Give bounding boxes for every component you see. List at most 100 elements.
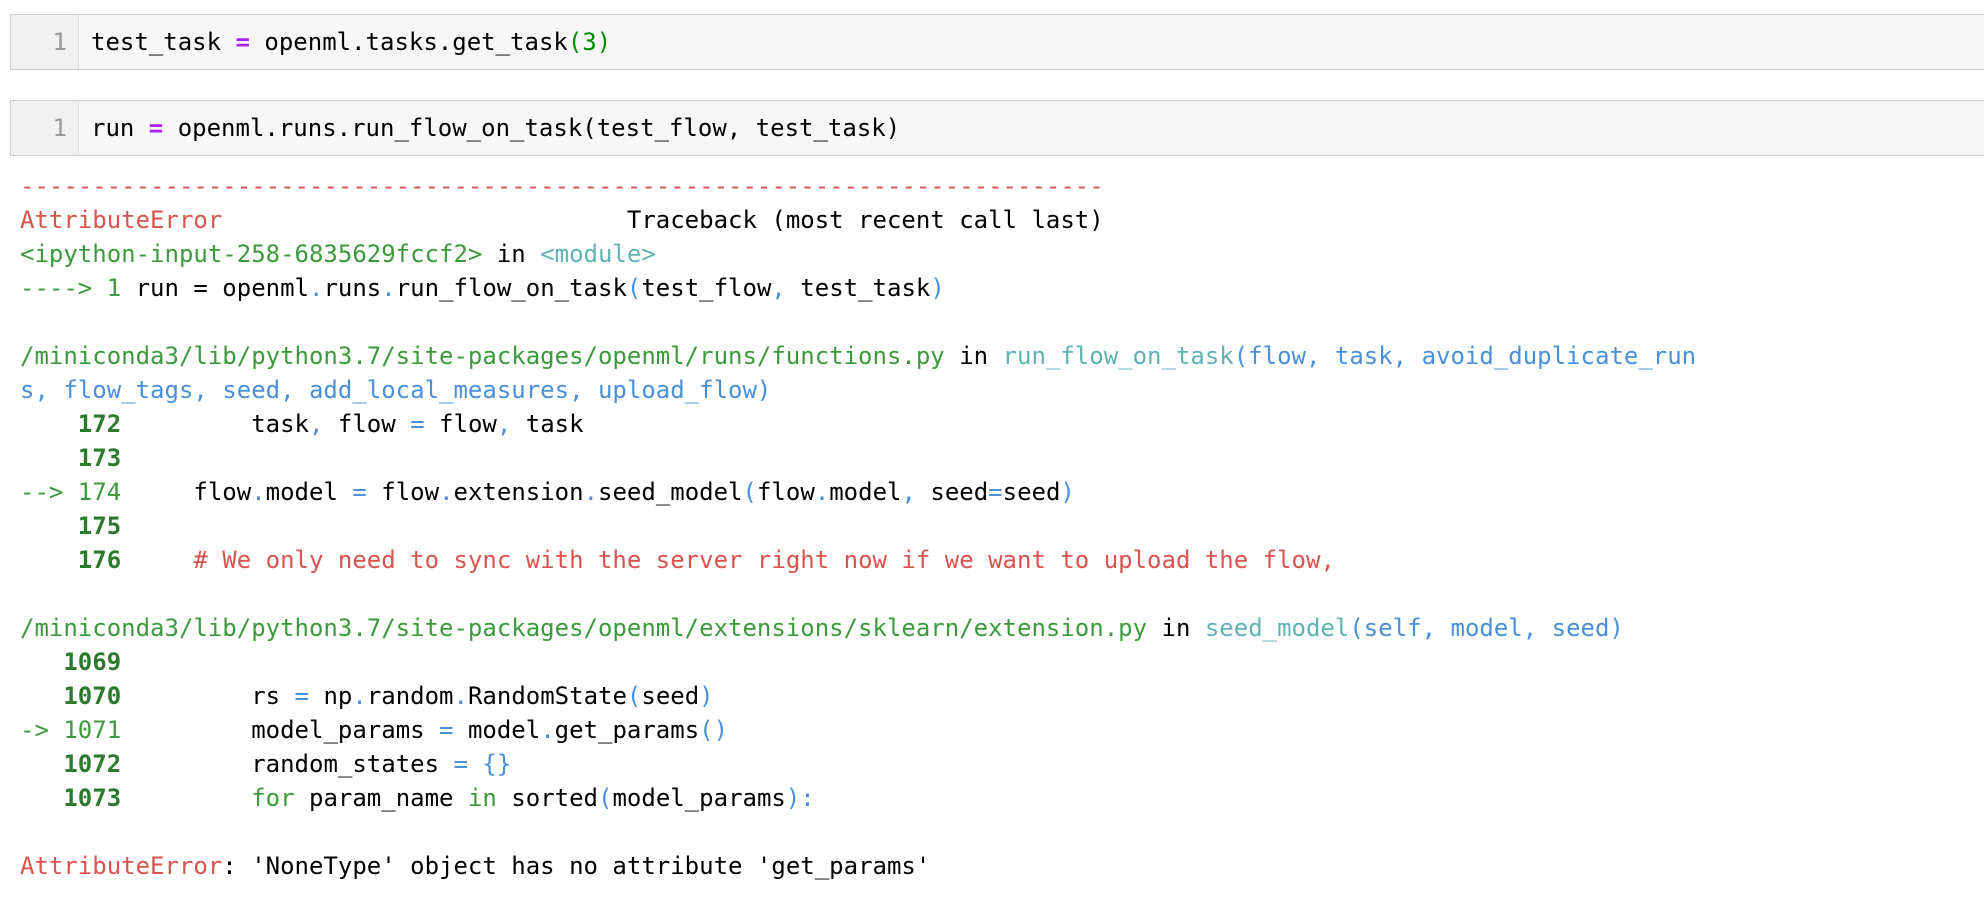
code-token: : 'NoneType' object has no attribute 'ge…: [222, 852, 931, 880]
code-token: ): [699, 682, 714, 710]
code-token: Traceback (most recent call last): [222, 206, 1104, 234]
code-token: task: [121, 410, 309, 438]
code-token: flow: [424, 410, 497, 438]
code-token: flow: [121, 478, 252, 506]
traceback-line: 1072 random_states = {}: [20, 747, 1984, 781]
code-token: model: [265, 478, 353, 506]
code-token: model: [453, 716, 541, 744]
code-token: flow: [756, 478, 815, 506]
code-line[interactable]: test_task = openml.tasks.get_task(3): [91, 15, 611, 69]
code-token: .: [251, 478, 266, 506]
traceback-line: 1073 for param_name in sorted(model_para…: [20, 781, 1984, 815]
code-token: flow: [366, 478, 440, 506]
code-token: .: [583, 478, 599, 506]
code-token: .: [439, 478, 454, 506]
code-token: seed_model: [598, 478, 743, 506]
code-token: model_params: [612, 784, 786, 812]
code-token: seed: [1002, 478, 1061, 506]
line-number-gutter: 1: [11, 101, 79, 155]
code-token: -> 1071: [20, 716, 122, 744]
code-token: ): [596, 28, 612, 56]
code-token: =: [410, 410, 425, 438]
code-token: AttributeError: [20, 206, 223, 234]
code-token: (: [626, 682, 642, 710]
code-line[interactable]: run = openml.runs.run_flow_on_task(test_…: [91, 101, 900, 155]
code-token: seed: [915, 478, 989, 506]
traceback-line: 172 task, flow = flow, task: [20, 407, 1984, 441]
code-cell-1[interactable]: 1 test_task = openml.tasks.get_task(3): [10, 14, 1984, 70]
code-token: np: [309, 682, 353, 710]
code-token: RandomState: [467, 682, 627, 710]
code-token: in: [1147, 614, 1205, 642]
code-token: ): [1060, 478, 1075, 506]
code-token: [468, 750, 482, 778]
code-token: =: [294, 682, 309, 710]
code-token: (: [742, 478, 757, 506]
code-token: =: [235, 28, 250, 56]
code-token: # We only need to sync with the server r…: [121, 546, 1335, 574]
code-token: run_flow_on_task: [1002, 342, 1234, 370]
code-token: (: [567, 28, 583, 56]
code-token: (: [626, 274, 642, 302]
traceback-line: <ipython-input-258-6835629fccf2> in <mod…: [20, 237, 1984, 271]
code-token: random_states: [121, 750, 454, 778]
code-token: 1069: [20, 648, 122, 676]
code-token: in: [944, 342, 1003, 370]
code-token: ): [930, 274, 945, 302]
code-token: .: [453, 682, 468, 710]
traceback-line: s, flow_tags, seed, add_local_measures, …: [20, 373, 1984, 407]
code-token: [121, 784, 251, 812]
code-token: <ipython-input-258-6835629fccf2>: [20, 240, 483, 268]
traceback-line: 1069: [20, 645, 1984, 679]
traceback-output: ----------------------------------------…: [20, 169, 1984, 883]
code-token: =: [988, 478, 1003, 506]
code-token: (flow, task, avoid_duplicate_run: [1233, 342, 1697, 370]
code-token: random: [366, 682, 454, 710]
code-token: /miniconda3/lib/python3.7/site-packages/…: [20, 614, 1148, 642]
code-token: model_params: [121, 716, 440, 744]
code-token: openml.runs.run_flow_on_task(test_flow, …: [163, 114, 901, 142]
traceback-line: 1070 rs = np.random.RandomState(seed): [20, 679, 1984, 713]
code-token: ,: [771, 274, 786, 302]
code-token: get_params: [554, 716, 700, 744]
line-number-gutter: 1: [11, 15, 79, 69]
code-token: =: [439, 716, 454, 744]
code-token: 3: [582, 28, 597, 56]
code-token: task: [511, 410, 584, 438]
code-token: run_flow_on_task: [395, 274, 627, 302]
code-token: flow: [323, 410, 411, 438]
code-token: ----------------------------------------…: [20, 172, 1104, 200]
code-token: ,: [496, 410, 512, 438]
code-token: 176: [20, 546, 122, 574]
code-token: 1070: [20, 682, 122, 710]
code-token: seed: [641, 682, 700, 710]
code-token: =: [453, 750, 468, 778]
traceback-line: 176 # We only need to sync with the serv…: [20, 543, 1984, 577]
code-token: ):: [785, 784, 815, 812]
code-token: for: [251, 784, 295, 812]
code-cell-2[interactable]: 1 run = openml.runs.run_flow_on_task(tes…: [10, 100, 1984, 156]
code-token: param_name: [294, 784, 468, 812]
traceback-line: 173: [20, 441, 1984, 475]
code-token: .: [309, 274, 324, 302]
code-token: seed_model: [1204, 614, 1350, 642]
traceback-line: ----> 1 run = openml.runs.run_flow_on_ta…: [20, 271, 1984, 305]
traceback-line: 175: [20, 509, 1984, 543]
code-token: run = openml: [121, 274, 309, 302]
code-token: .: [352, 682, 367, 710]
code-token: 175: [20, 512, 122, 540]
code-token: test_task: [91, 28, 236, 56]
code-token: .: [381, 274, 396, 302]
traceback-line: ----------------------------------------…: [20, 169, 1984, 203]
code-token: =: [352, 478, 367, 506]
traceback-line: /miniconda3/lib/python3.7/site-packages/…: [20, 339, 1984, 373]
code-token: ,: [309, 410, 324, 438]
code-token: =: [148, 114, 164, 142]
code-token: .: [540, 716, 555, 744]
code-token: in: [467, 784, 497, 812]
traceback-line: [20, 305, 1984, 339]
code-token: <module>: [540, 240, 656, 268]
code-token: (): [699, 716, 729, 744]
code-token: s, flow_tags, seed, add_local_measures, …: [20, 376, 772, 404]
code-token: {}: [482, 750, 512, 778]
